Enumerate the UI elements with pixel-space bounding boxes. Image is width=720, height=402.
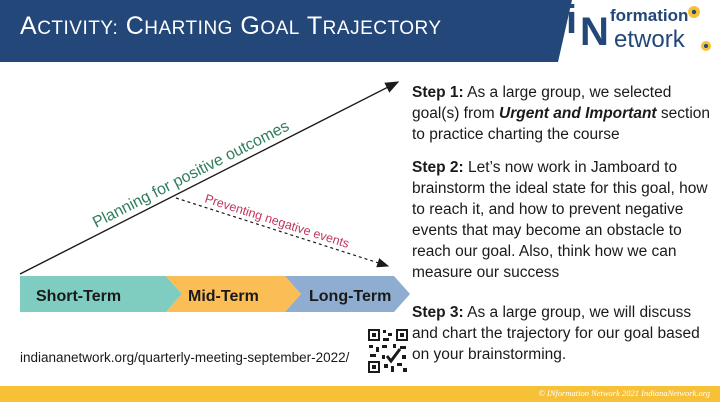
- phase-long-term: [285, 276, 410, 312]
- page-title: ACTIVITY: CHARTING GOAL TRAJECTORY: [20, 12, 442, 41]
- negative-events-label: Preventing negative events: [203, 192, 351, 251]
- step-3-text: As a large group, we will discuss and ch…: [412, 304, 700, 363]
- step-1: Step 1: As a large group, we selected go…: [412, 82, 712, 145]
- step-1-heading: Step 1:: [412, 84, 464, 101]
- phase-short-term: [20, 276, 182, 312]
- logo-background: [558, 0, 720, 62]
- logo-letter-n: N: [580, 10, 609, 54]
- trajectory-diagram: Planning for positive outcomes Preventin…: [19, 81, 410, 312]
- logo: i N formation etwork: [558, 0, 720, 62]
- step-3: Step 3: As a large group, we will discus…: [412, 302, 712, 365]
- logo-people-icon: [688, 6, 711, 51]
- qr-code-icon: [367, 328, 409, 374]
- positive-trajectory-arrow: [19, 81, 400, 275]
- phase-long-term-label: Long-Term: [309, 288, 391, 305]
- footer-bar: [0, 386, 720, 402]
- phase-short-term-label: Short-Term: [36, 288, 121, 305]
- step-2: Step 2: Let’s now work in Jamboard to br…: [412, 157, 712, 283]
- step-1-text-b: section to practice charting the course: [412, 105, 711, 143]
- page-title-text: ACTIVITY: CHARTING GOAL TRAJECTORY: [20, 12, 442, 40]
- step-3-heading: Step 3:: [412, 304, 464, 321]
- phase-bar: Short-Term Mid-Term Long-Term: [20, 276, 410, 312]
- phase-mid-term: [166, 276, 301, 312]
- meeting-url[interactable]: indiananetwork.org/quarterly-meeting-sep…: [20, 350, 350, 365]
- phase-mid-term-label: Mid-Term: [188, 288, 259, 305]
- footer-copyright: © INformation Network 2021 IndianaNetwor…: [538, 388, 710, 398]
- logo-formation-text: formation: [610, 6, 689, 25]
- step-1-emphasis: Urgent and Important: [499, 105, 657, 122]
- step-2-heading: Step 2:: [412, 159, 464, 176]
- header-bar: ACTIVITY: CHARTING GOAL TRAJECTORY i N f…: [0, 0, 720, 62]
- logo-letter-i: i: [566, 0, 578, 42]
- step-1-text-a: As a large group, we selected goal(s) fr…: [412, 84, 672, 122]
- step-2-text: Let’s now work in Jamboard to brainstorm…: [412, 159, 708, 281]
- negative-trajectory-arrow: [175, 197, 390, 268]
- logo-network-text: etwork: [614, 26, 685, 53]
